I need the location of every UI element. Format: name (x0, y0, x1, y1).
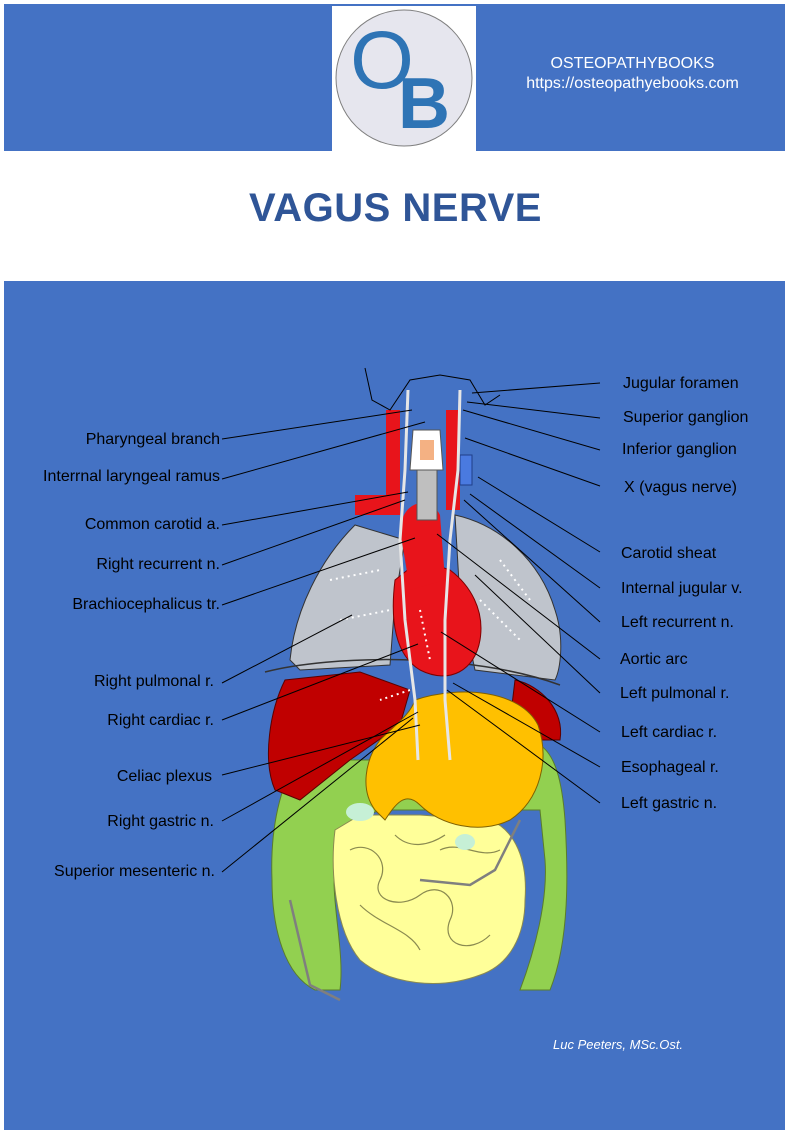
vagal-trunk-gray (288, 819, 522, 1002)
label-left-recurrent: Left recurrent n. (621, 614, 734, 631)
author-credit: Luc Peeters, MSc.Ost. (553, 1037, 684, 1052)
label-right-recurrent: Right recurrent n. (96, 556, 220, 573)
left-leader-lines (221, 409, 426, 873)
label-left-cardiac: Left cardiac r. (621, 724, 718, 741)
small-intestine (332, 814, 526, 984)
jugular-vein (459, 454, 473, 486)
label-common-carotid: Common carotid a. (84, 516, 220, 533)
left-lung (454, 514, 562, 681)
label-internal-jugular: Internal jugular v. (621, 580, 743, 597)
intestine-loops (349, 834, 501, 951)
gallbladder (346, 803, 374, 821)
label-pharyngeal-branch: Pharyngeal branch (85, 431, 220, 448)
label-left-gastric: Left gastric n. (621, 795, 718, 812)
label-aortic-arc: Aortic arc (620, 651, 688, 668)
logo-letter-b: B (398, 64, 450, 144)
label-esophageal: Esophageal r. (621, 759, 719, 776)
page-title: VAGUS NERVE (249, 186, 542, 230)
heart (392, 559, 482, 677)
label-superior-mesenteric: Superior mesenteric n. (54, 863, 215, 880)
logo: O B (332, 6, 476, 151)
left-vagus-nerve (443, 389, 462, 761)
label-superior-ganglion: Superior ganglion (623, 409, 749, 426)
skull-base (364, 367, 501, 411)
pulmonary-plexus-dots (329, 559, 531, 701)
right-carotid (386, 410, 400, 510)
label-internal-laryngeal-ramus: Interrnal laryngeal ramus (43, 468, 220, 485)
right-lung (289, 524, 406, 671)
right-vagus-nerve (398, 389, 420, 761)
label-right-pulmonal: Right pulmonal r. (93, 673, 214, 690)
label-vagus-nerve: X (vagus nerve) (624, 479, 737, 496)
right-leader-lines (436, 382, 601, 804)
label-carotid-sheat: Carotid sheat (621, 545, 717, 562)
label-jugular-foramen: Jugular foramen (623, 375, 739, 392)
pancreas-head (455, 834, 475, 850)
logo-letter-o: O (350, 15, 414, 106)
diaphragm (264, 658, 561, 686)
label-celiac-plexus: Celiac plexus (116, 768, 212, 785)
label-inferior-ganglion: Inferior ganglion (622, 441, 737, 458)
brand-url[interactable]: https://osteopathyebooks.com (526, 75, 739, 92)
thyroid (420, 440, 434, 460)
label-left-pulmonal: Left pulmonal r. (620, 685, 730, 702)
brand-name: OSTEOPATHYBOOKS (550, 55, 715, 72)
brand-block: OSTEOPATHYBOOKS https://osteopathyebooks… (480, 54, 785, 94)
aortic-arch (400, 503, 445, 590)
label-right-gastric: Right gastric n. (107, 813, 214, 830)
logo-emblem: O B (335, 9, 473, 147)
spleen (511, 679, 562, 741)
trachea (416, 469, 438, 521)
label-brachiocephalicus: Brachiocephalicus tr. (72, 596, 220, 613)
label-right-cardiac: Right cardiac r. (107, 712, 214, 729)
